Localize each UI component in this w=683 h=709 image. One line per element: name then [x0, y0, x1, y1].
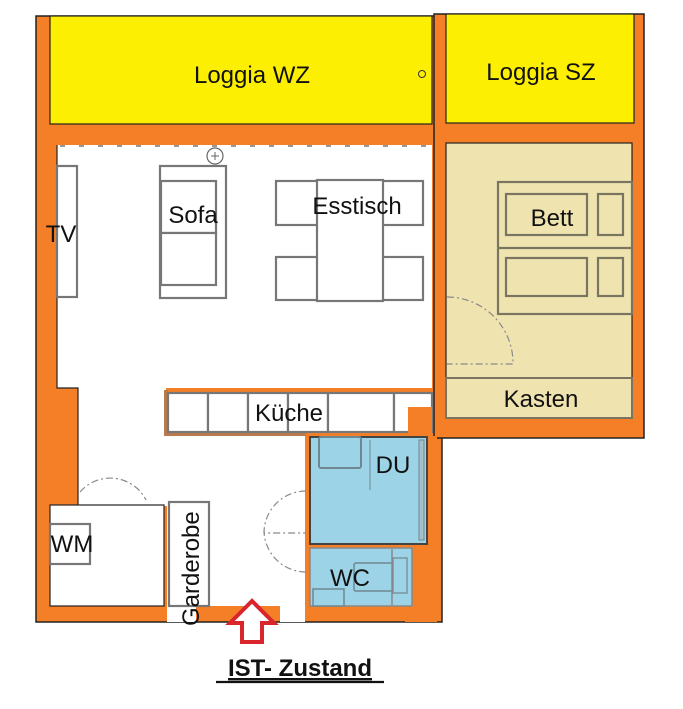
kueche-label: Küche: [255, 400, 323, 427]
door-swing-bedroom: [446, 296, 514, 365]
entrance-arrow-icon: [225, 598, 279, 644]
sofa-label: Sofa: [168, 202, 218, 229]
room-loggia-sz: Loggia SZ: [445, 13, 635, 124]
outlet-icon: [418, 70, 426, 78]
wc-label: WC: [330, 565, 370, 592]
door-swing-wc: [263, 529, 307, 573]
furniture-garderobe: Garderobe: [167, 500, 211, 626]
furniture-esstisch: Esstisch: [274, 178, 425, 303]
door-swing-du: [263, 490, 307, 534]
wm-label: WM: [51, 531, 94, 558]
room-du: DU: [309, 436, 428, 545]
loggia-sz-label: Loggia SZ: [486, 59, 595, 86]
du-label: DU: [376, 452, 411, 479]
plan-title: IST- Zustand: [228, 655, 372, 682]
bett-label: Bett: [531, 205, 574, 232]
loggia-wz-label: Loggia WZ: [194, 62, 310, 89]
kasten-label: Kasten: [504, 386, 579, 413]
room-bedroom: Bett Kasten: [445, 142, 634, 419]
furniture-sofa: Sofa: [158, 164, 228, 300]
room-loggia-wz: Loggia WZ: [49, 15, 433, 125]
furniture-kueche: Küche: [164, 390, 434, 436]
furniture-tv: TV: [46, 164, 79, 299]
tv-label: TV: [46, 221, 77, 248]
esstisch-label: Esstisch: [312, 193, 401, 220]
room-wc: WC: [309, 547, 413, 607]
garderobe-label: Garderobe: [178, 511, 205, 626]
room-wm: WM: [48, 477, 165, 607]
